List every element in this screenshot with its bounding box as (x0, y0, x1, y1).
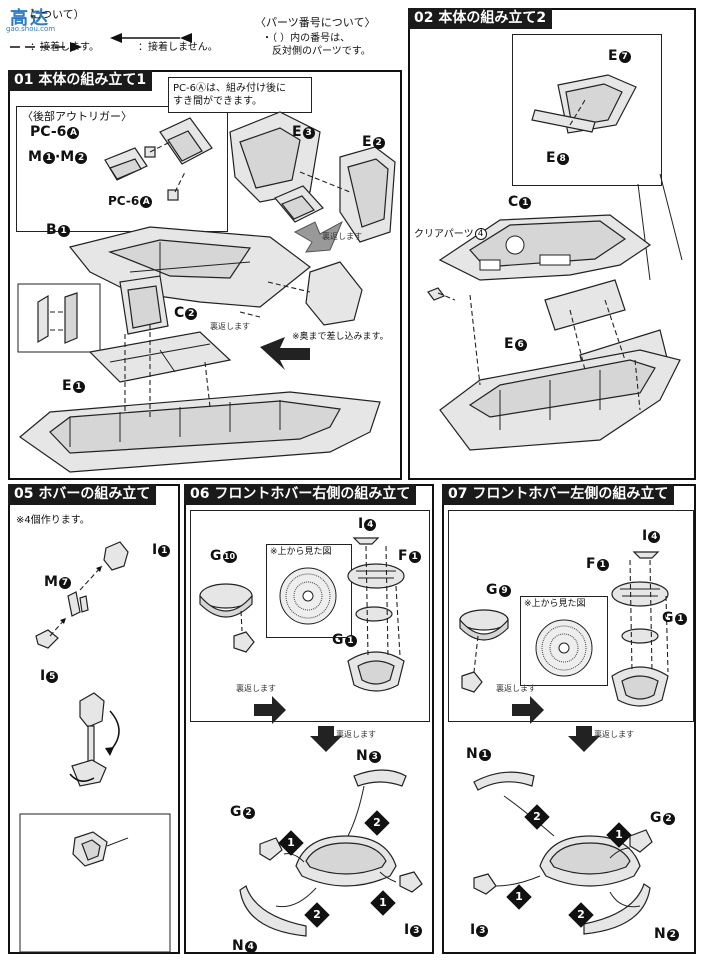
outrigger-label: 〈後部アウトリガー〉 (22, 110, 132, 123)
outrigger-box (16, 106, 228, 232)
step06-arrow-1b: 1 (370, 890, 396, 916)
legend-glued: ：接着します。 (30, 42, 99, 53)
step05-note: ※4個作ります。 (16, 515, 90, 526)
step06-arrow-2a: 2 (364, 810, 390, 836)
step06-arrow-2b: 2 (304, 902, 330, 928)
step06-arrow-1a: 1 (278, 830, 304, 856)
step02-title: 02 本体の組み立て2 (408, 8, 553, 29)
step07-arrow-1a: 1 (606, 822, 632, 848)
label-flip-06a: 裏返します (236, 684, 276, 693)
step07-arrow-1b: 1 (506, 884, 532, 910)
watermark-site: 高达 (10, 8, 50, 29)
callout-box: PC-6Ⓐは、組み付け後に すき間ができます。 (168, 77, 312, 113)
step05-drawing (19, 541, 171, 953)
legend-left-title: について） (30, 8, 85, 21)
step06-upper-box (190, 510, 430, 722)
step05-title: 05 ホバーの組み立て (8, 484, 157, 505)
label-flip-06b: 裏返します (336, 730, 376, 739)
step06-topview-label: ※上から見た図 (270, 547, 332, 557)
step07-title: 07 フロントホバー左側の組み立て (442, 484, 675, 505)
step01-title: 01 本体の組み立て1 (8, 70, 153, 91)
label-flip-2: 裏返します (210, 322, 250, 331)
step07-topview-label: ※上から見た図 (524, 599, 586, 609)
legend-parts-line1: ・（ ）内の番号は、 (262, 33, 351, 44)
step07-panel: 07 フロントホバー左側の組み立て ※上から見た図 (442, 484, 696, 954)
step01-drawing (17, 111, 396, 473)
step02-drawing (427, 74, 683, 451)
legend-glue: について） ：接着します。 ：接着しません。 〈パーツ番号について〉 ・（ ）内… (0, 0, 400, 66)
step06-title: 06 フロントホバー右側の組み立て (184, 484, 417, 505)
step07-arrow-2b: 2 (568, 902, 594, 928)
label-flip-07b: 裏返します (594, 730, 634, 739)
legend-arrows (10, 33, 192, 52)
callout-line1: PC-6Ⓐは、組み付け後に (173, 83, 286, 94)
watermark-logo: 高达 gao.shou.com (4, 4, 66, 34)
step02-inset (512, 34, 662, 186)
callout-line2: すき間ができます。 (173, 96, 262, 107)
step01-panel: 01 本体の組み立て1 〈後部アウトリガー〉 PC-6Ⓐは、組み付け後に すき間… (8, 70, 402, 480)
label-flip-1: 裏返します (322, 232, 362, 241)
label-insert-note: ※奥まで差し込みます。 (292, 332, 389, 342)
legend-parts-title: 〈パーツ番号について〉 (255, 16, 376, 29)
step06-panel: 06 フロントホバー右側の組み立て ※上から見た図 (184, 484, 434, 954)
legend-parts-line2: 反対側のパーツです。 (272, 46, 371, 57)
label-flip-07a: 裏返します (496, 684, 536, 693)
watermark-sub: gao.shou.com (6, 25, 56, 33)
legend-not-glued: ：接着しません。 (138, 42, 218, 53)
step07-upper-box (448, 510, 694, 722)
step07-arrow-2a: 2 (524, 804, 550, 830)
step06-drawing (199, 537, 423, 937)
step07-drawing (459, 551, 669, 935)
